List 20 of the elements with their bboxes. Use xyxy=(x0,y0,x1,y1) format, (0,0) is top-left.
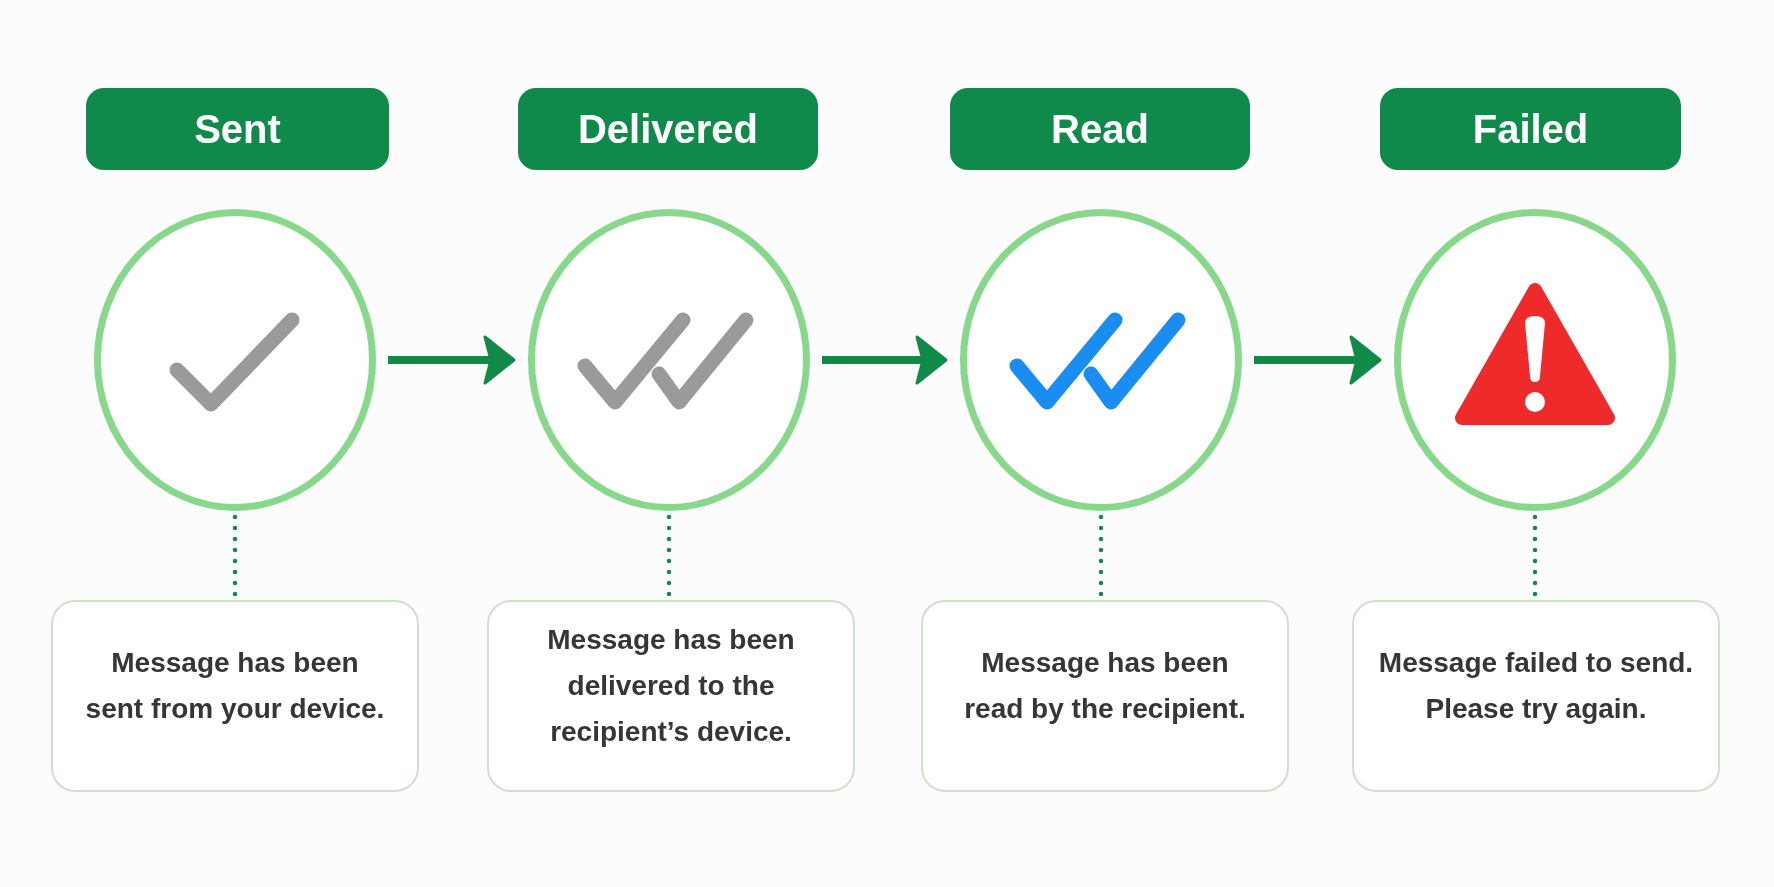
status-circle xyxy=(1394,209,1676,511)
description-card xyxy=(921,600,1289,792)
description-text: Message has been sent from your device. xyxy=(84,646,386,726)
description-card xyxy=(1352,600,1720,792)
dotted-connector xyxy=(232,514,238,598)
description-card xyxy=(487,600,855,792)
description-card xyxy=(51,600,419,792)
dotted-connector xyxy=(1532,514,1538,598)
description-text: Message has been delivered to the recipient’s device. xyxy=(546,623,796,749)
status-heading: Delivered xyxy=(518,88,818,170)
status-heading: Read xyxy=(950,88,1250,170)
status-circle xyxy=(528,209,810,511)
dotted-connector xyxy=(666,514,672,598)
description-text: Message has been read by the recipient. xyxy=(963,646,1247,726)
dotted-connector xyxy=(1098,514,1104,598)
status-circle xyxy=(960,209,1242,511)
status-circle xyxy=(94,209,376,511)
status-heading: Failed xyxy=(1380,88,1681,170)
status-heading: Sent xyxy=(86,88,389,170)
description-text: Message failed to send. Please try again. xyxy=(1377,646,1695,726)
